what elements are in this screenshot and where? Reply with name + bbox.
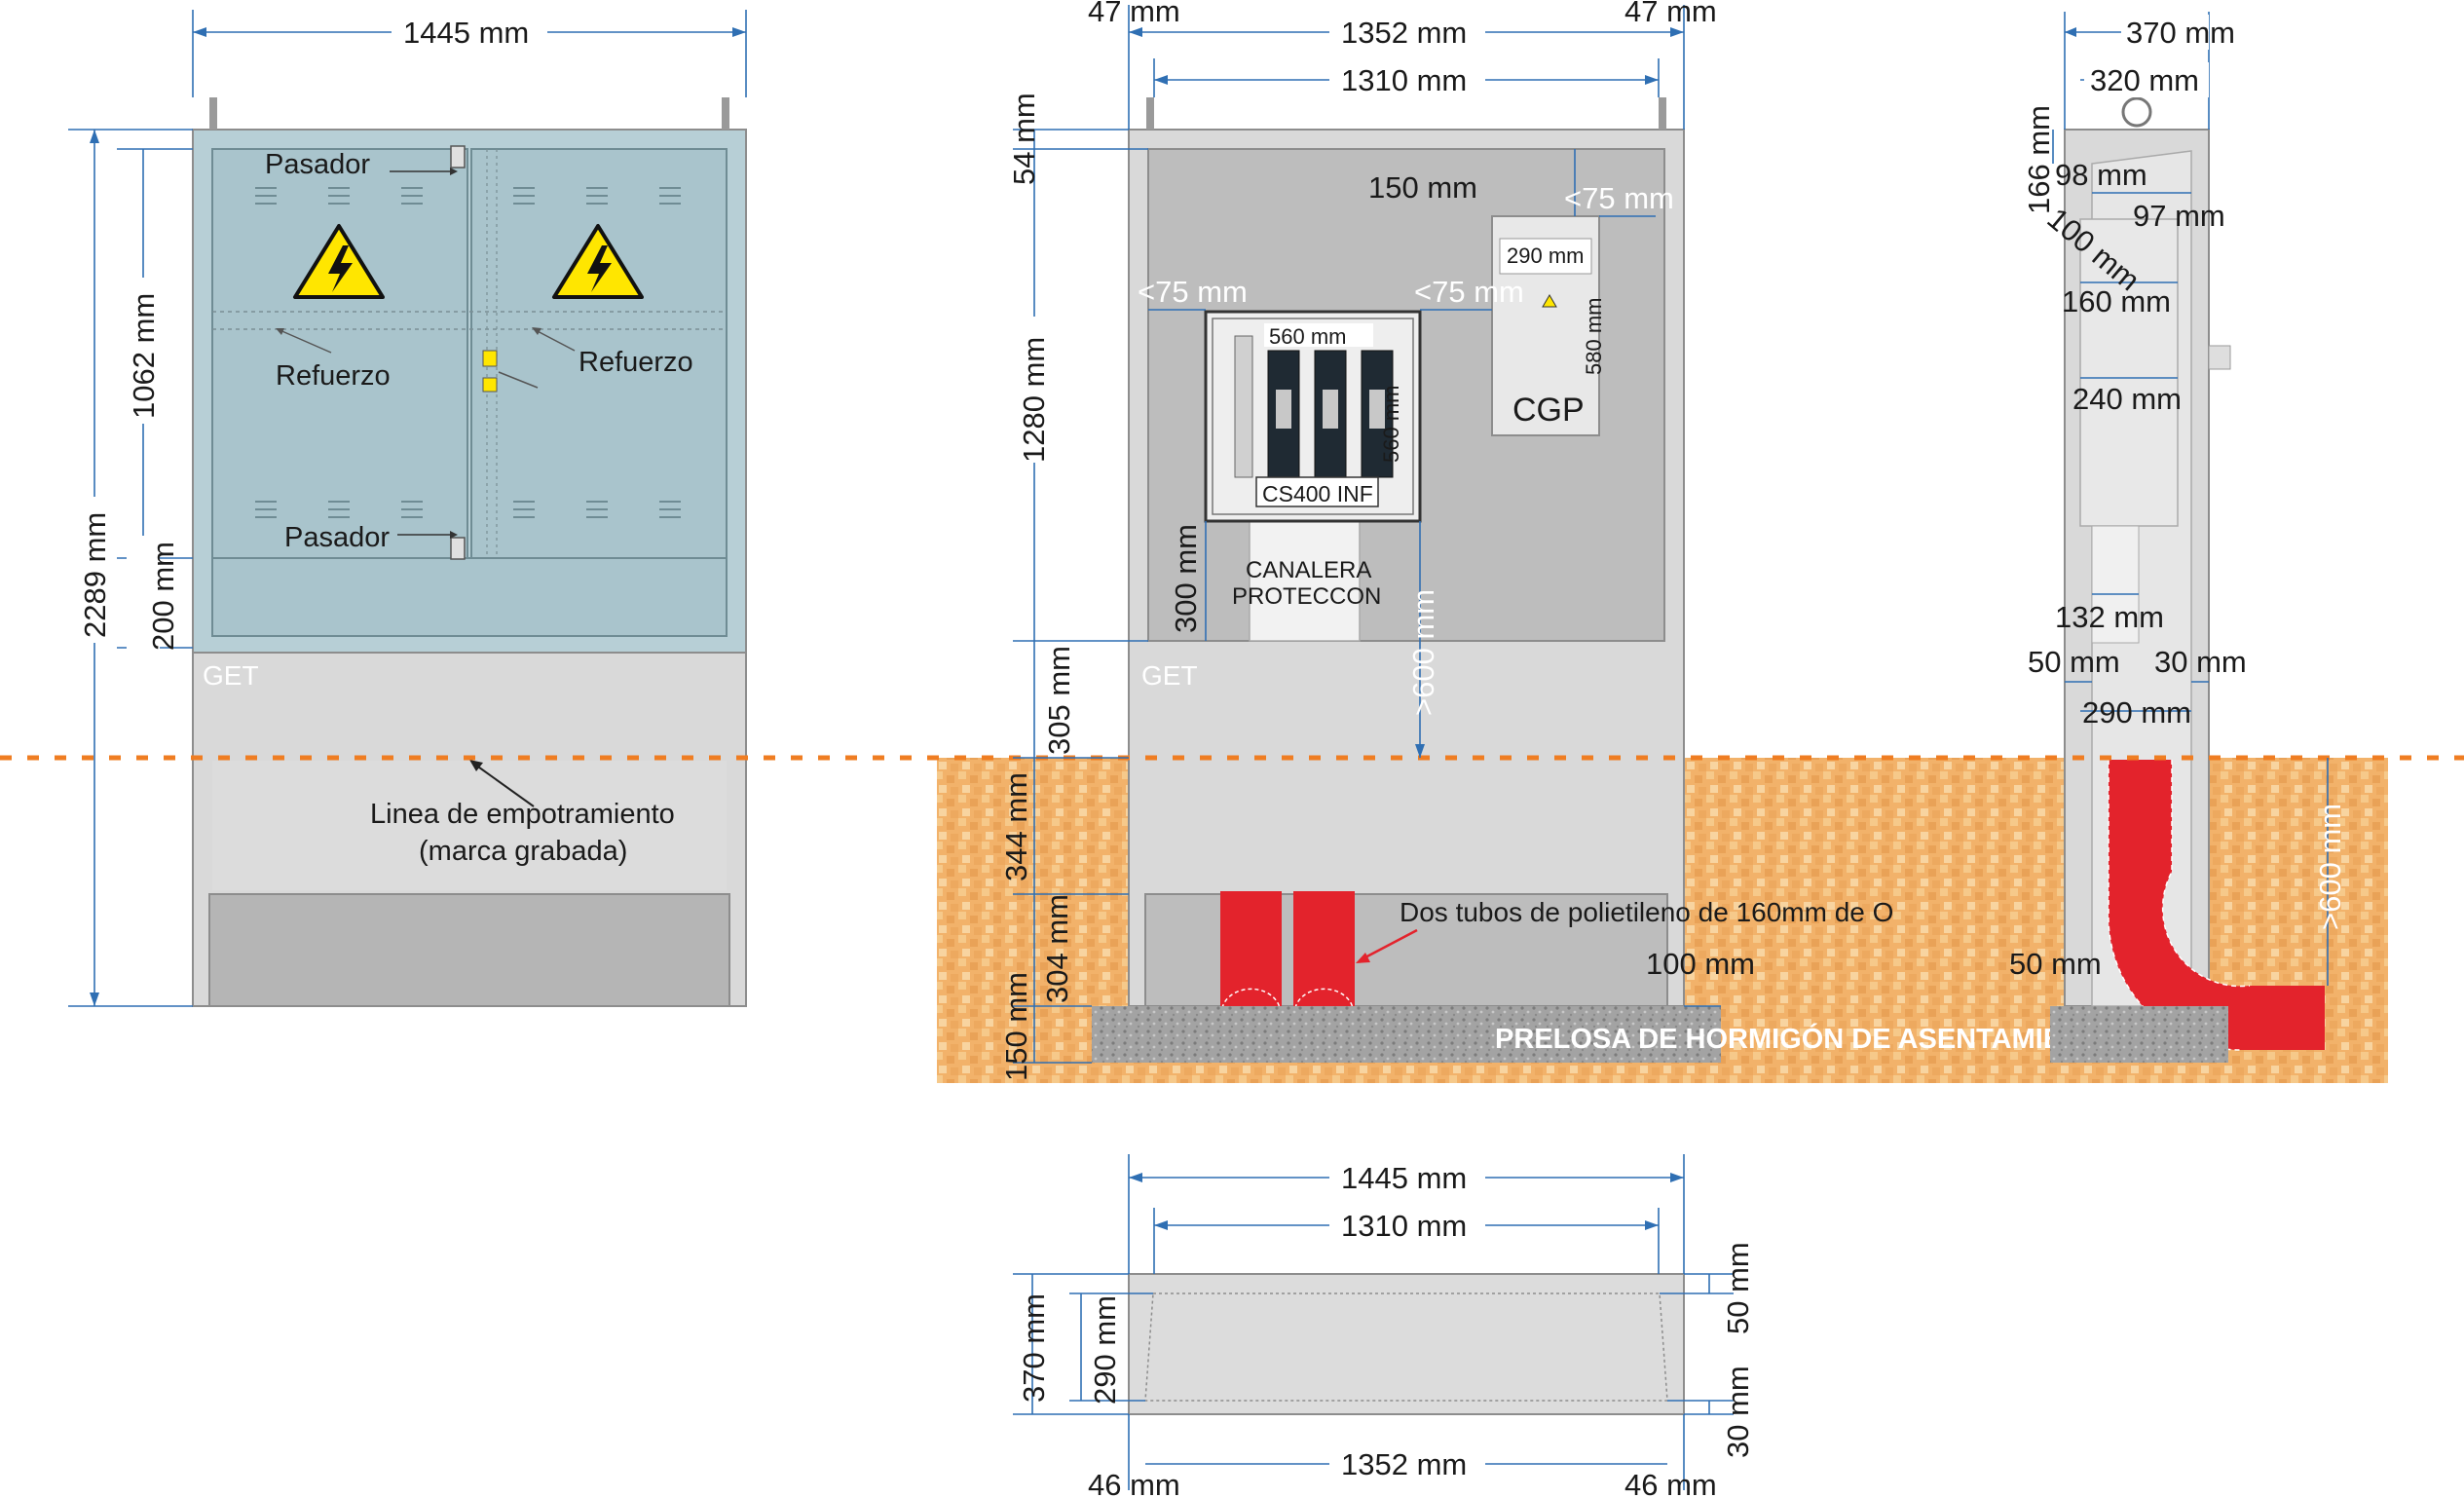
dim-plan-depth-inner: 290 mm — [1088, 1295, 1122, 1404]
side-view — [2050, 96, 2325, 1063]
dim-side-top: 166 mm — [2022, 105, 2056, 214]
dim-plan-outer: 1445 mm — [1341, 1161, 1467, 1195]
dim-interior-inner: 1310 mm — [1341, 63, 1467, 97]
dim-depth-600: >600 mm — [1406, 589, 1440, 716]
dim-interior-outer: 1352 mm — [1341, 16, 1467, 50]
dim-front-height: 2289 mm — [78, 512, 112, 638]
front-vents — [255, 187, 681, 518]
dim-side-depth-inner: 320 mm — [2090, 63, 2199, 97]
front-underground-cavity — [208, 893, 730, 1007]
dim-pipe-zone: 304 mm — [1040, 894, 1074, 1003]
interior-view: CANALERA PROTECCON CS400 INF 560 mm 290 … — [1092, 97, 2121, 1063]
label-canalera-1: CANALERA — [1246, 557, 1371, 583]
side-lifting-eye — [2121, 96, 2152, 128]
label-canalera-2: PROTECCON — [1232, 583, 1381, 610]
label-cgp: CGP — [1512, 392, 1585, 429]
dim-cs-height: 560 mm — [1379, 386, 1403, 463]
dimension-lines — [68, 5, 2329, 1490]
concrete-slab-interior — [1092, 1006, 1721, 1063]
dim-gap-mid: <75 mm — [1414, 275, 1524, 309]
label-cs400: CS400 INF — [1262, 481, 1373, 506]
front-plinth-panel — [211, 557, 728, 637]
side-bent-pipe — [2109, 760, 2325, 1050]
concrete-slab-side — [2050, 1006, 2228, 1063]
dim-cgp-height: 580 mm — [1582, 298, 1606, 375]
label-embed-line-1: Linea de empotramiento — [370, 799, 675, 830]
dim-cgp-side: <75 mm — [1564, 181, 1674, 215]
brand-get-interior: GET — [1141, 660, 1198, 691]
dim-plan-depth-outer: 370 mm — [1017, 1293, 1051, 1403]
dim-inner-height: 1280 mm — [1017, 337, 1051, 463]
brand-get-front: GET — [203, 660, 259, 691]
plan-outline — [1128, 1273, 1685, 1415]
dim-side-30: 30 mm — [2154, 645, 2247, 679]
plan-view — [1128, 1273, 1685, 1415]
dim-cs-width: 560 mm — [1269, 324, 1346, 349]
dim-base-height: 305 mm — [1042, 646, 1076, 755]
dim-side-depth-outer: 370 mm — [2126, 16, 2235, 50]
label-embed-line-2: (marca grabada) — [419, 836, 627, 867]
dim-side-240: 240 mm — [2072, 382, 2182, 416]
dim-side-left: 47 mm — [1088, 0, 1180, 28]
front-door-right — [470, 148, 728, 559]
dim-plan-left: 46 mm — [1088, 1468, 1180, 1498]
dim-plan-bottom: 1352 mm — [1341, 1447, 1467, 1481]
dim-plan-front: 30 mm — [1721, 1366, 1755, 1458]
label-refuerzo-left: Refuerzo — [276, 360, 391, 392]
label-pasador-bottom: Pasador — [284, 522, 390, 553]
dim-cgp-top: 150 mm — [1368, 170, 1477, 205]
dim-side-97: 97 mm — [2133, 199, 2225, 233]
dim-plan-back: 50 mm — [1721, 1242, 1755, 1334]
dim-side-160: 160 mm — [2062, 284, 2171, 318]
dim-front-plinth: 200 mm — [146, 542, 180, 651]
dimension-texts: 1445 mm 2289 mm 1062 mm 200 mm 47 mm 47 … — [78, 0, 2347, 1498]
dim-side-slab-margin: 50 mm — [2009, 947, 2102, 981]
dim-side-290: 290 mm — [2082, 695, 2191, 730]
dim-side-98: 98 mm — [2055, 158, 2147, 192]
dim-front-door: 1062 mm — [127, 293, 161, 419]
front-view: Pasador Pasador Refuerzo Refuerzo GET Li… — [192, 97, 747, 1007]
dim-side-132: 132 mm — [2055, 600, 2164, 634]
dim-plan-inner: 1310 mm — [1341, 1209, 1467, 1243]
dim-slab-margin: 100 mm — [1646, 947, 1755, 981]
canalera-proteccion — [1249, 520, 1361, 642]
dim-cgp-width: 290 mm — [1507, 243, 1584, 268]
small-warning-icon — [1542, 294, 1557, 308]
high-voltage-warning-icon — [552, 224, 644, 299]
dim-buried-height: 344 mm — [999, 772, 1033, 881]
label-slab: PRELOSA DE HORMIGÓN DE ASENTAMIENTO — [1495, 1022, 2121, 1055]
dim-canalera-height: 300 mm — [1169, 524, 1203, 633]
dim-side-depth-600: >600 mm — [2313, 804, 2347, 930]
label-refuerzo-right: Refuerzo — [579, 347, 693, 378]
high-voltage-warning-icon — [293, 224, 385, 299]
dim-front-width: 1445 mm — [403, 16, 529, 50]
dim-slab-height: 150 mm — [999, 972, 1033, 1081]
dim-side-right: 47 mm — [1624, 0, 1717, 28]
label-pasador-top: Pasador — [265, 149, 370, 180]
door-lock — [482, 350, 498, 367]
dim-side-50: 50 mm — [2028, 645, 2120, 679]
dim-gap-left: <75 mm — [1138, 275, 1248, 309]
dim-top-offset: 54 mm — [1007, 93, 1041, 185]
label-pipes: Dos tubos de polietileno de 160mm de O — [1400, 897, 1893, 927]
dim-plan-right: 46 mm — [1624, 1468, 1717, 1498]
front-door-left — [211, 148, 468, 559]
